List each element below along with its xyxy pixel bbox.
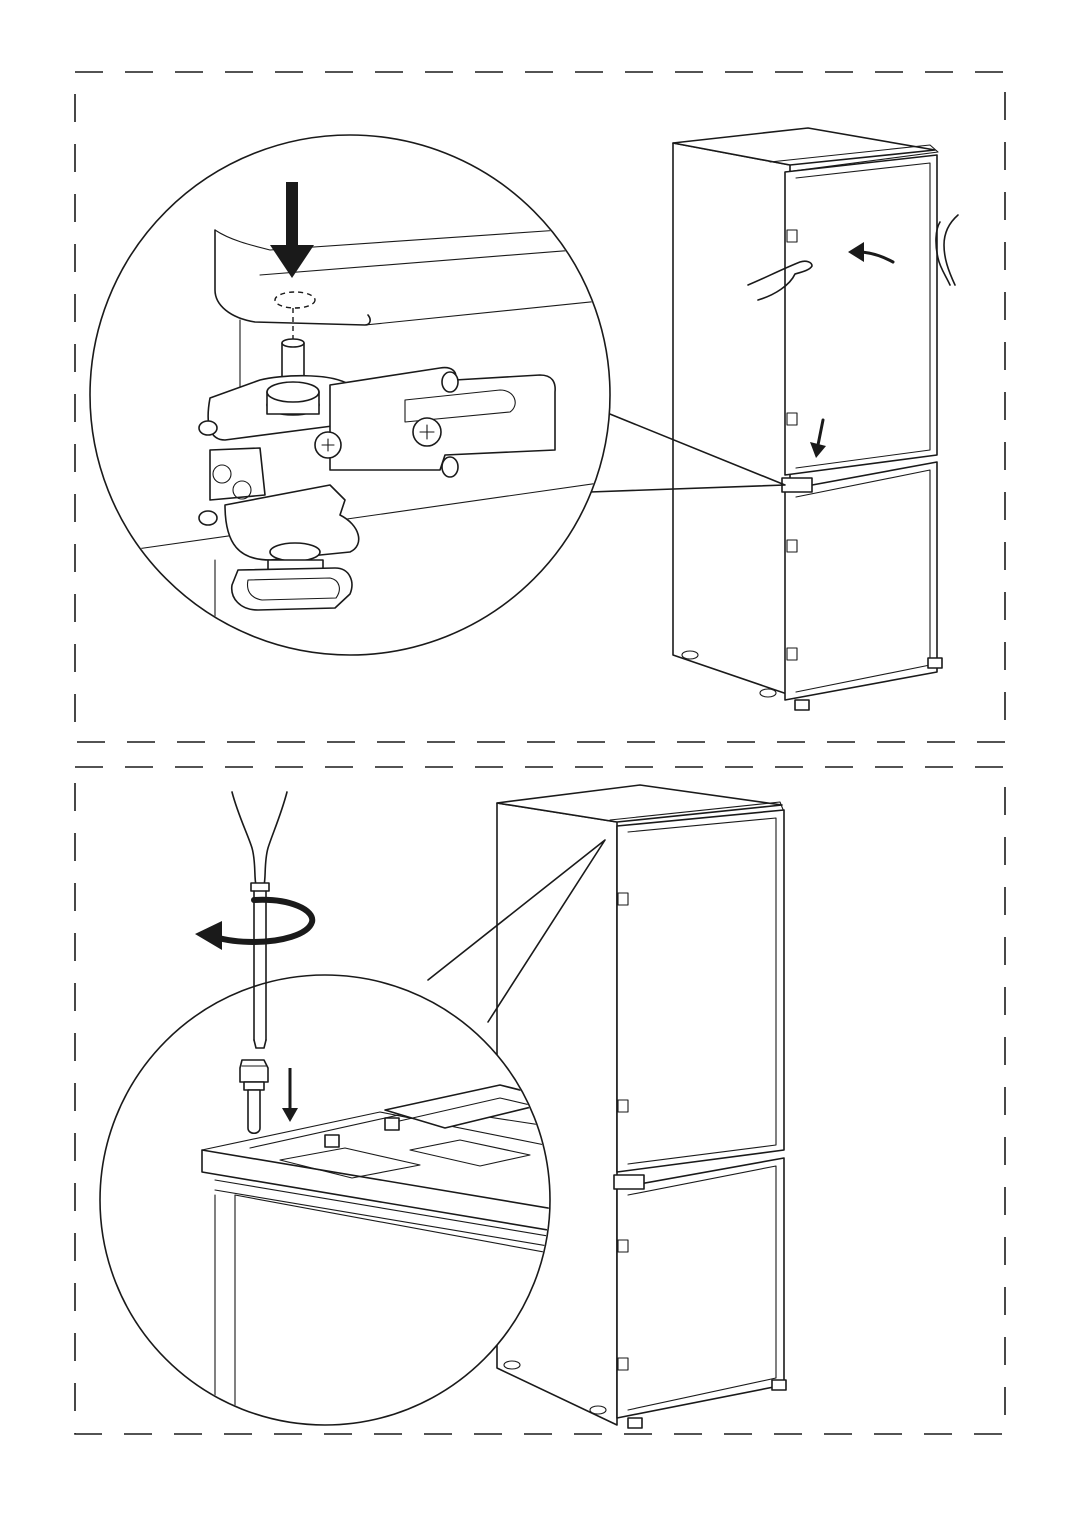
panel-top — [75, 72, 1005, 742]
panel-bottom — [75, 767, 1005, 1440]
refrigerator-icon — [497, 785, 786, 1428]
refrigerator-icon — [673, 128, 942, 710]
